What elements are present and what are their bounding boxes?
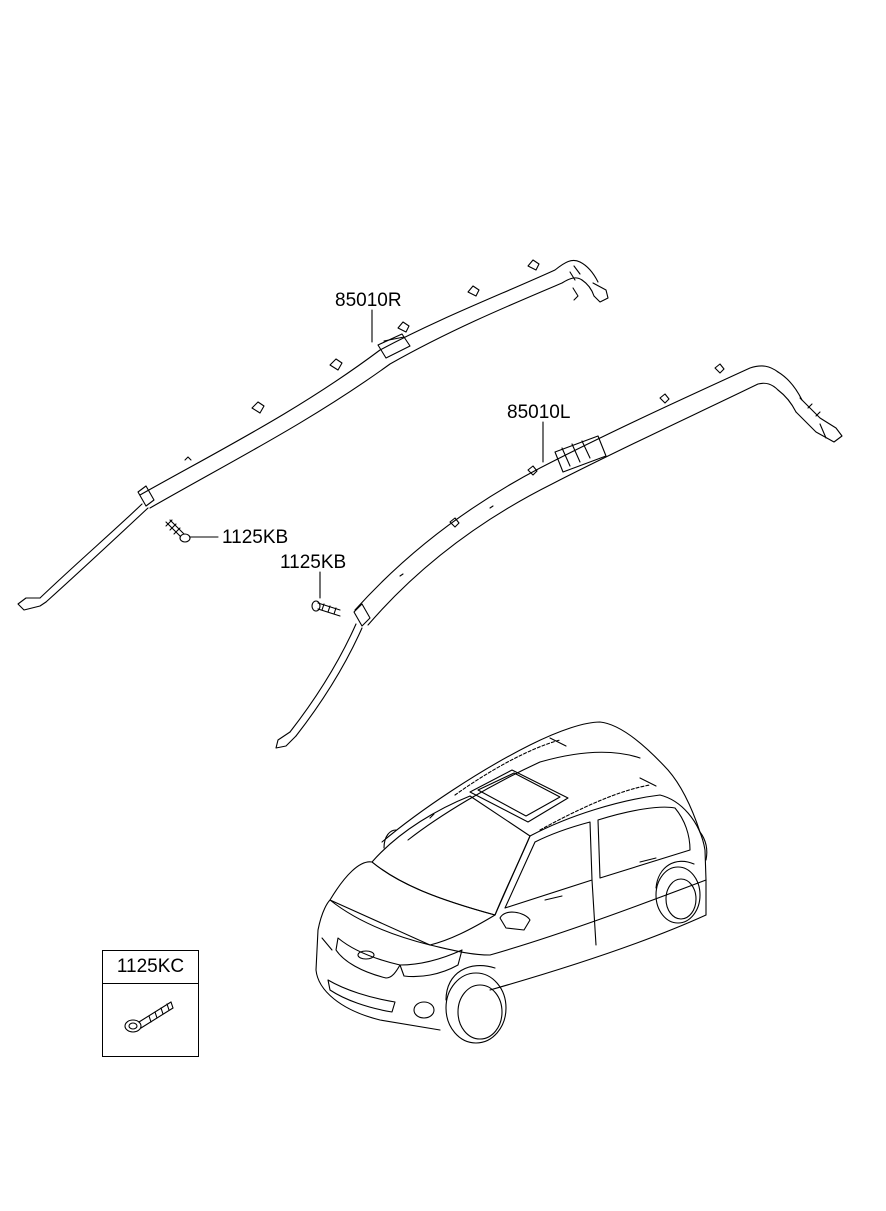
- callout-85010l: 85010L: [507, 402, 571, 423]
- legend-body: [103, 984, 198, 1056]
- callout-1125kb-left: 1125KB: [280, 552, 347, 573]
- bolt-icon: [124, 1001, 174, 1033]
- curtain-airbag-right-icon: [17, 259, 609, 611]
- hatchback-car-icon: [315, 721, 708, 1044]
- curtain-airbag-left-icon: [275, 363, 843, 749]
- callout-1125kb-right: 1125KB: [222, 527, 289, 548]
- legend-box: 1125KC: [102, 950, 199, 1057]
- callout-85010r: 85010R: [335, 290, 402, 311]
- legend-part-number: 1125KC: [103, 951, 198, 984]
